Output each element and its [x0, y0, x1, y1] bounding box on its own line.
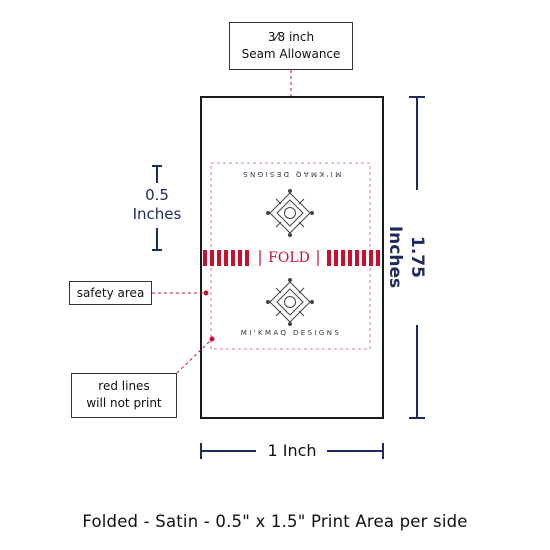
ornament-top: [266, 189, 314, 237]
seam-allowance-callout: 3⁄8 inch Seam Allowance: [229, 22, 353, 70]
seam-allowance-line2: Seam Allowance: [241, 47, 341, 61]
height-half-unit: Inches: [132, 205, 182, 223]
red-lines-leader-dot: [209, 336, 215, 342]
seam-allowance-unit: inch: [288, 30, 315, 44]
brand-text-bottom: MI'KMAQ DESIGNS: [240, 329, 342, 337]
safety-area-text: safety area: [76, 286, 145, 300]
safety-area-callout: safety area: [69, 281, 152, 305]
width-label: 1 Inch: [267, 441, 317, 460]
seam-allowance-line1: 3⁄8 inch: [230, 29, 352, 46]
red-lines-line2: will not print: [86, 396, 162, 410]
height-half-label: 0.5 Inches: [127, 186, 187, 224]
brand-text-top: MI'KMAQ DESIGNS: [240, 170, 342, 178]
red-lines-leader-line: [176, 338, 213, 374]
height-total-label: 1.75 Inches: [385, 225, 427, 289]
fold-label: FOLD: [268, 250, 310, 266]
fold-stripes-left: [203, 250, 249, 266]
ornament-bottom: [266, 278, 314, 326]
red-lines-callout: red lines will not print: [71, 373, 177, 418]
red-lines-line1: red lines: [98, 379, 150, 393]
height-half-value: 0.5: [145, 186, 169, 204]
safety-leader-dot: [203, 290, 209, 296]
seam-allowance-fraction: 3⁄8: [267, 30, 286, 44]
fold-stripes-right: [327, 250, 380, 266]
product-caption: Folded - Satin - 0.5" x 1.5" Print Area …: [82, 512, 468, 531]
